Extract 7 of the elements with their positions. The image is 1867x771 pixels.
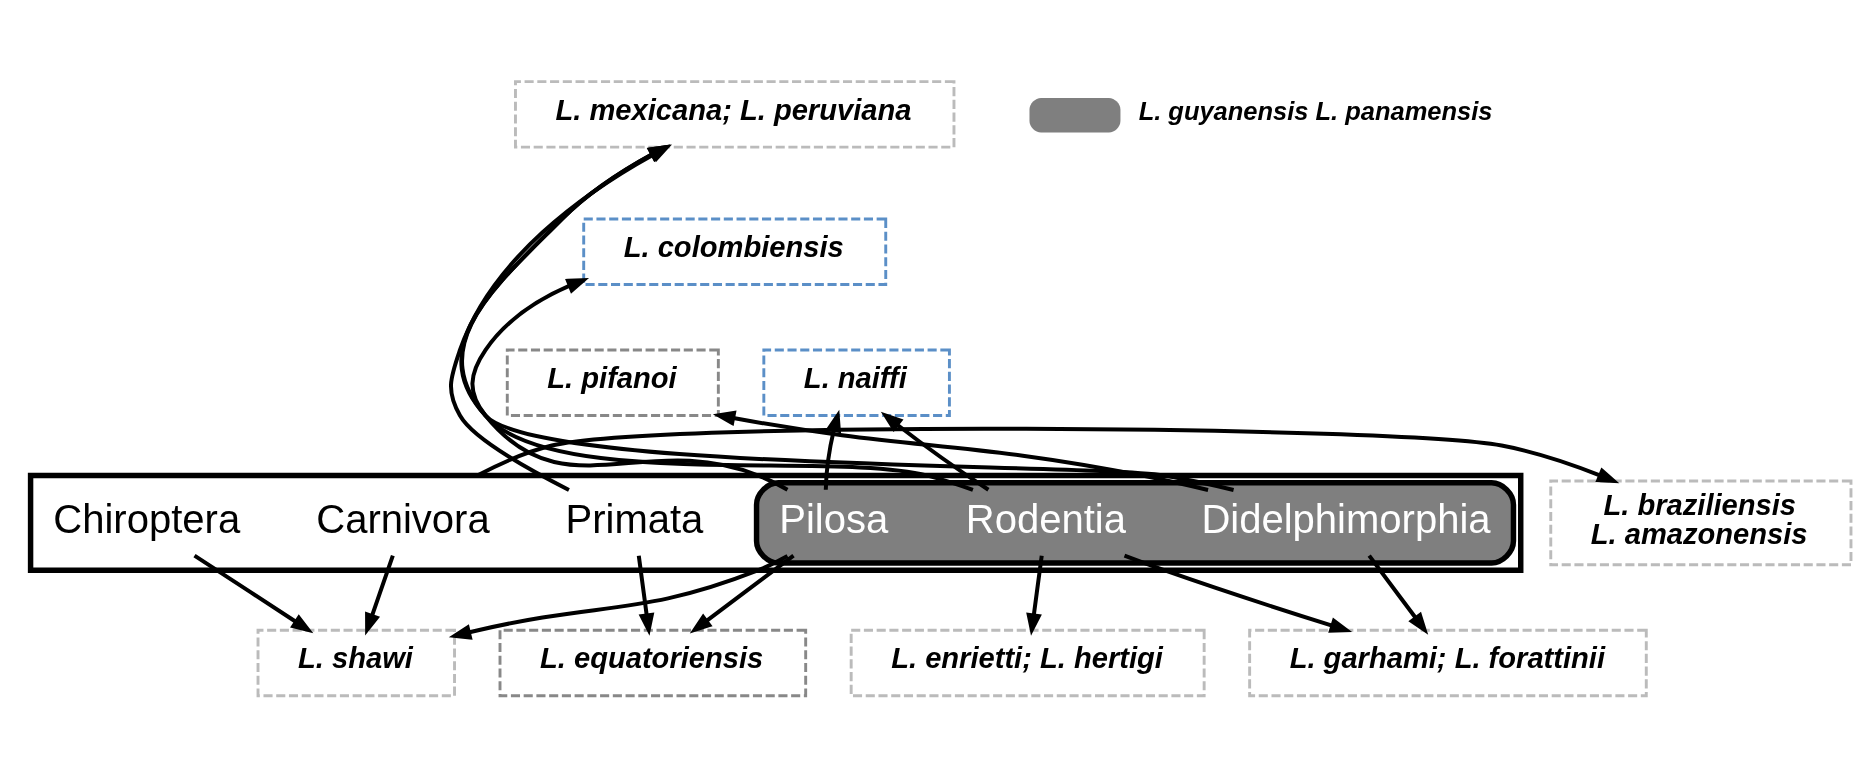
node-text: Rodentia [965,497,1126,542]
node-text: Chiroptera [53,497,241,542]
legend-label: L. guyanensis L. panamensis [1138,97,1493,126]
node-text: Pilosa [779,497,889,542]
node-text: Didelphimorphia [1201,497,1491,542]
node-text: Primata [565,497,704,542]
node-text: Carnivora [316,497,490,542]
